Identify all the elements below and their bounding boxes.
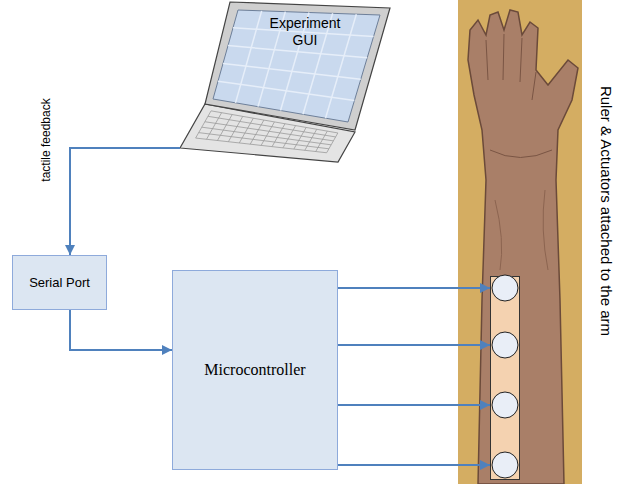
keyboard-key-line: [283, 126, 296, 148]
photo-background: [458, 0, 582, 484]
box-label: Serial Port: [29, 275, 90, 291]
edge-label: tactile feedback: [38, 98, 52, 181]
actuator-circle: [492, 452, 518, 478]
screen-text: Experiment GUI: [260, 15, 350, 49]
signal-arrow: [338, 344, 490, 346]
laptop-lid: [205, 2, 390, 130]
keyboard-key-line: [217, 115, 232, 141]
keyboard-key-line: [327, 133, 338, 153]
laptop-node: Experiment GUI: [180, 0, 395, 165]
process-box: Microcontroller: [172, 270, 338, 470]
signal-arrow: [338, 464, 490, 466]
actuator-circle: [492, 275, 518, 301]
signal-arrow: [338, 404, 490, 406]
actuator-circle: [492, 392, 518, 418]
keyboard-key-line: [261, 122, 274, 145]
keyboard-key-line: [250, 120, 264, 144]
process-box: Serial Port: [12, 255, 107, 310]
vertical-heading: Ruler & Actuators attached to the arm: [597, 86, 615, 336]
arm-shape: [468, 10, 578, 484]
screen-grid: [236, 11, 262, 103]
signal-arrow: [70, 148, 180, 255]
actuator-set: [490, 276, 520, 480]
keyboard-key-line: [272, 124, 285, 147]
keyboard-key-line: [239, 118, 253, 143]
keyboard-key-line: [316, 131, 328, 151]
keyboard-key-line: [305, 129, 317, 150]
laptop-screen: [213, 10, 380, 122]
keyboard-key-line: [294, 127, 306, 149]
arm-veins: [495, 190, 548, 270]
actuator-ruler: Ruler & Actuators attached to the arm: [490, 276, 520, 480]
signal-arrow: [70, 310, 172, 350]
box-label: Microcontroller: [204, 360, 305, 379]
arm-shading: [486, 34, 552, 158]
keyboard-key-line: [196, 111, 211, 138]
actuator-circle: [492, 332, 518, 358]
keyboard-key-line: [207, 113, 222, 140]
signal-arrow: [338, 287, 490, 289]
keyboard-key-line: [228, 116, 242, 141]
